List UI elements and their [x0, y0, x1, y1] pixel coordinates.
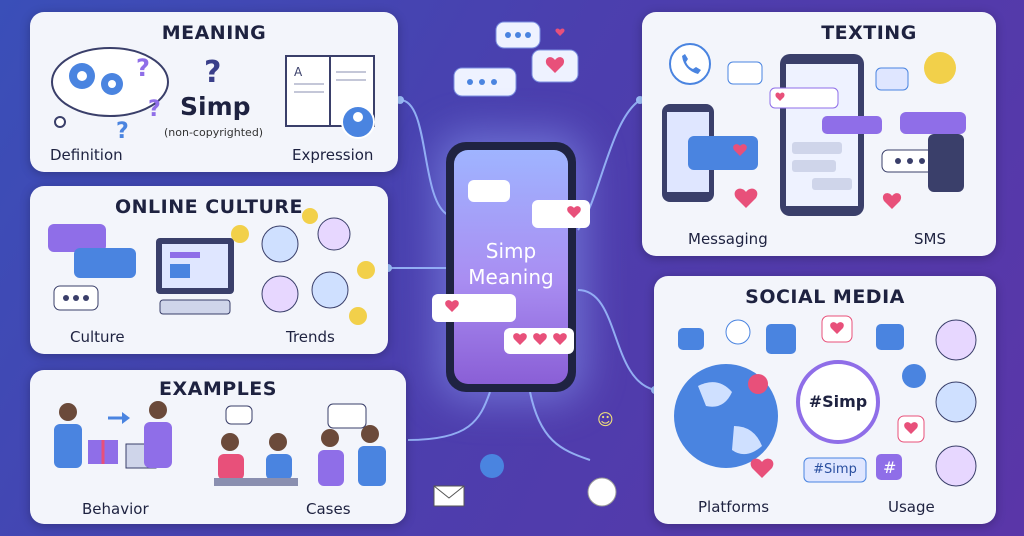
social-media-title: SOCIAL MEDIA	[745, 286, 905, 308]
svg-text:?: ?	[116, 119, 129, 144]
examples-caption-right: Cases	[306, 500, 351, 518]
social-media-caption-left: Platforms	[698, 498, 770, 516]
center-phone: Simp Meaning	[432, 142, 590, 392]
meaning-title: MEANING	[161, 22, 267, 44]
examples-title: EXAMPLES	[159, 378, 277, 400]
online-culture-caption-left: Culture	[70, 328, 125, 346]
svg-text:?: ?	[204, 55, 221, 90]
texting-panel: TEXTING Messaging SMS	[642, 12, 996, 256]
social-media-caption-right: Usage	[888, 498, 935, 516]
examples-caption-left: Behavior	[82, 500, 149, 518]
like-icon	[678, 328, 704, 350]
meaning-word: Simp	[180, 92, 251, 121]
share-icon	[902, 364, 926, 388]
meaning-caption-right: Expression	[292, 146, 374, 164]
online-culture-caption-right: Trends	[286, 328, 335, 346]
phone-title-line2: Meaning	[468, 265, 554, 289]
hashtag-tag: #Simp	[813, 462, 857, 477]
texting-illustration	[662, 43, 966, 216]
hashtag-main: #Simp	[808, 392, 868, 411]
svg-text:☺: ☺	[597, 410, 614, 429]
question-mark-icon: ?	[136, 54, 150, 82]
phone-title: Simp Meaning	[454, 238, 568, 290]
examples-illustration	[54, 401, 386, 486]
phone-title-line1: Simp	[485, 239, 537, 263]
phone-call-icon	[669, 43, 711, 85]
phone-bubbles	[432, 180, 590, 354]
svg-text:A: A	[294, 65, 303, 79]
social-media-illustration: #	[674, 315, 977, 487]
texting-caption-right: SMS	[914, 230, 946, 248]
examples-panel: EXAMPLES Behavior Cases	[30, 370, 406, 524]
social-media-panel: SOCIAL MEDIA # #Simp #Simp Platforms Usa…	[654, 276, 996, 524]
meaning-note: (non-copyrighted)	[164, 126, 264, 139]
svg-text:?: ?	[148, 97, 161, 122]
meaning-illustration: ? ? ? ? A	[51, 47, 375, 144]
meaning-caption-left: Definition	[50, 146, 123, 164]
svg-text:#: #	[883, 458, 896, 477]
online-culture-illustration	[48, 208, 375, 325]
texting-caption-left: Messaging	[688, 230, 768, 248]
texting-title: TEXTING	[821, 22, 917, 44]
heart-eyes-emoji-icon	[924, 52, 956, 84]
online-culture-panel: ONLINE CULTURE Culture Trends	[30, 186, 388, 354]
online-culture-title: ONLINE CULTURE	[114, 196, 304, 218]
meaning-panel: MEANING ? ? ? ? A Simp (non-copyrighted)…	[30, 12, 398, 172]
